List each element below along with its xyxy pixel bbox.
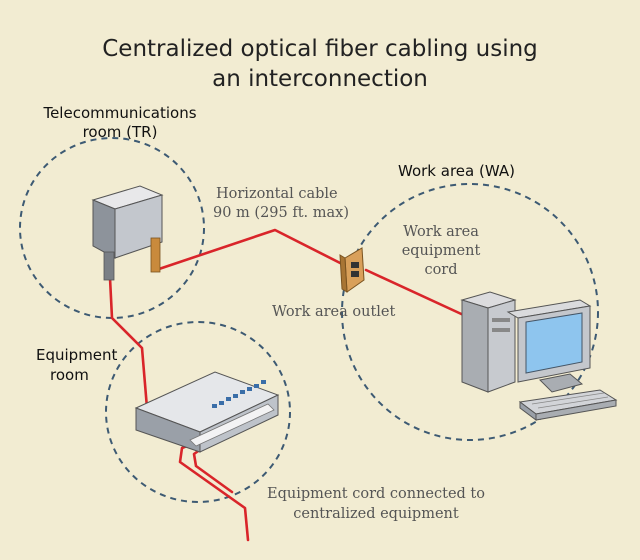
work-area-equipment-cord — [364, 268, 472, 320]
equipment-room-label-line-2: room — [50, 366, 89, 384]
work-area-outlet-label: Work area outlet — [272, 304, 396, 320]
equipment-cord-label-line-2: centralized equipment — [293, 506, 459, 522]
horizontal-cable-label-line-2: 90 m (295 ft. max) — [213, 205, 350, 221]
computer-icon — [460, 291, 618, 421]
work-area-label: Work area (WA) — [398, 162, 515, 180]
interconnect-cabinet-icon — [91, 185, 164, 281]
diagram-title-line-2: an interconnection — [212, 66, 428, 92]
equipment-room-zone — [105, 321, 291, 503]
network-switch-icon — [134, 371, 280, 453]
telecom-room-label-line-1: Telecommunications — [43, 104, 197, 122]
equipment-cord-label-line-1: Equipment cord connected to — [267, 486, 485, 502]
work-area-cord-label-line-3: cord — [424, 262, 458, 278]
work-area-zone — [341, 183, 599, 441]
wall-outlet-icon — [339, 247, 365, 293]
telecom-room-zone — [19, 137, 205, 319]
riser-cable — [108, 276, 149, 410]
work-area-cord-label-line-2: equipment — [401, 243, 481, 259]
work-area-cord-label-line-1: Work area — [403, 224, 479, 240]
horizontal-cable — [154, 228, 352, 272]
equipment-room-label-line-1: Equipment — [36, 346, 118, 364]
telecom-room-label-line-2: room (TR) — [82, 123, 158, 141]
horizontal-cable-label-line-1: Horizontal cable — [216, 186, 338, 202]
diagram-title-line-1: Centralized optical fiber cabling using — [102, 36, 538, 62]
